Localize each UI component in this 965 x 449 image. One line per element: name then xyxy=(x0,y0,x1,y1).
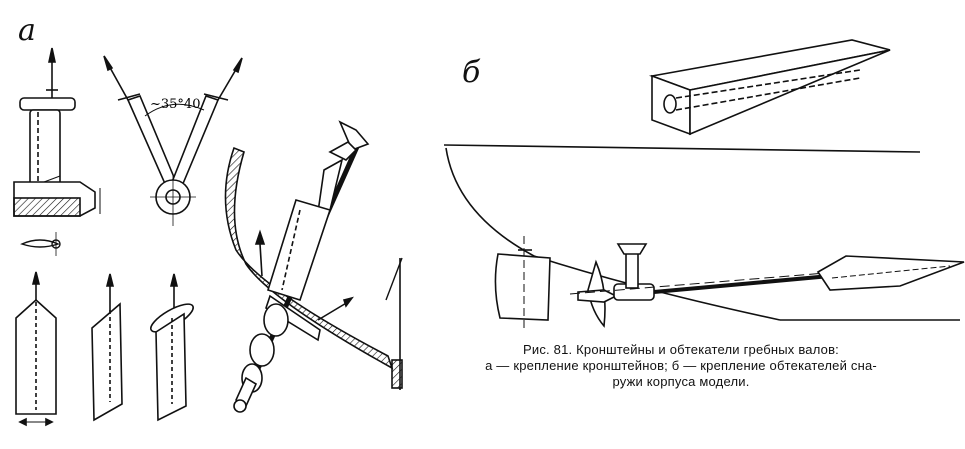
v-bracket-front-view xyxy=(103,55,243,226)
caption-line-2: а — крепление кронштейнов; б — крепление… xyxy=(485,358,877,373)
panel-label-a: а xyxy=(18,13,36,48)
bracket-section-view xyxy=(20,232,61,256)
propeller-assembly xyxy=(569,243,961,328)
fairing-perspective xyxy=(648,39,891,136)
hull-section-assembly xyxy=(224,120,403,413)
panel-label-b: б xyxy=(462,55,481,90)
bracket-side-view xyxy=(13,47,101,217)
angle-annotation: ~35°40 xyxy=(150,97,200,112)
caption-line-3: ружи корпуса модели. xyxy=(612,374,750,389)
bracket-variant-1 xyxy=(15,271,57,427)
figure-caption: Рис. 81. Кронштейны и обтекатели гребных… xyxy=(446,342,916,390)
shaft-fairing-profile xyxy=(816,255,965,291)
bracket-variant-2 xyxy=(91,273,123,422)
caption-line-1: Рис. 81. Кронштейны и обтекатели гребных… xyxy=(523,342,839,357)
bracket-variant-3 xyxy=(150,273,194,422)
rudder xyxy=(494,236,551,330)
